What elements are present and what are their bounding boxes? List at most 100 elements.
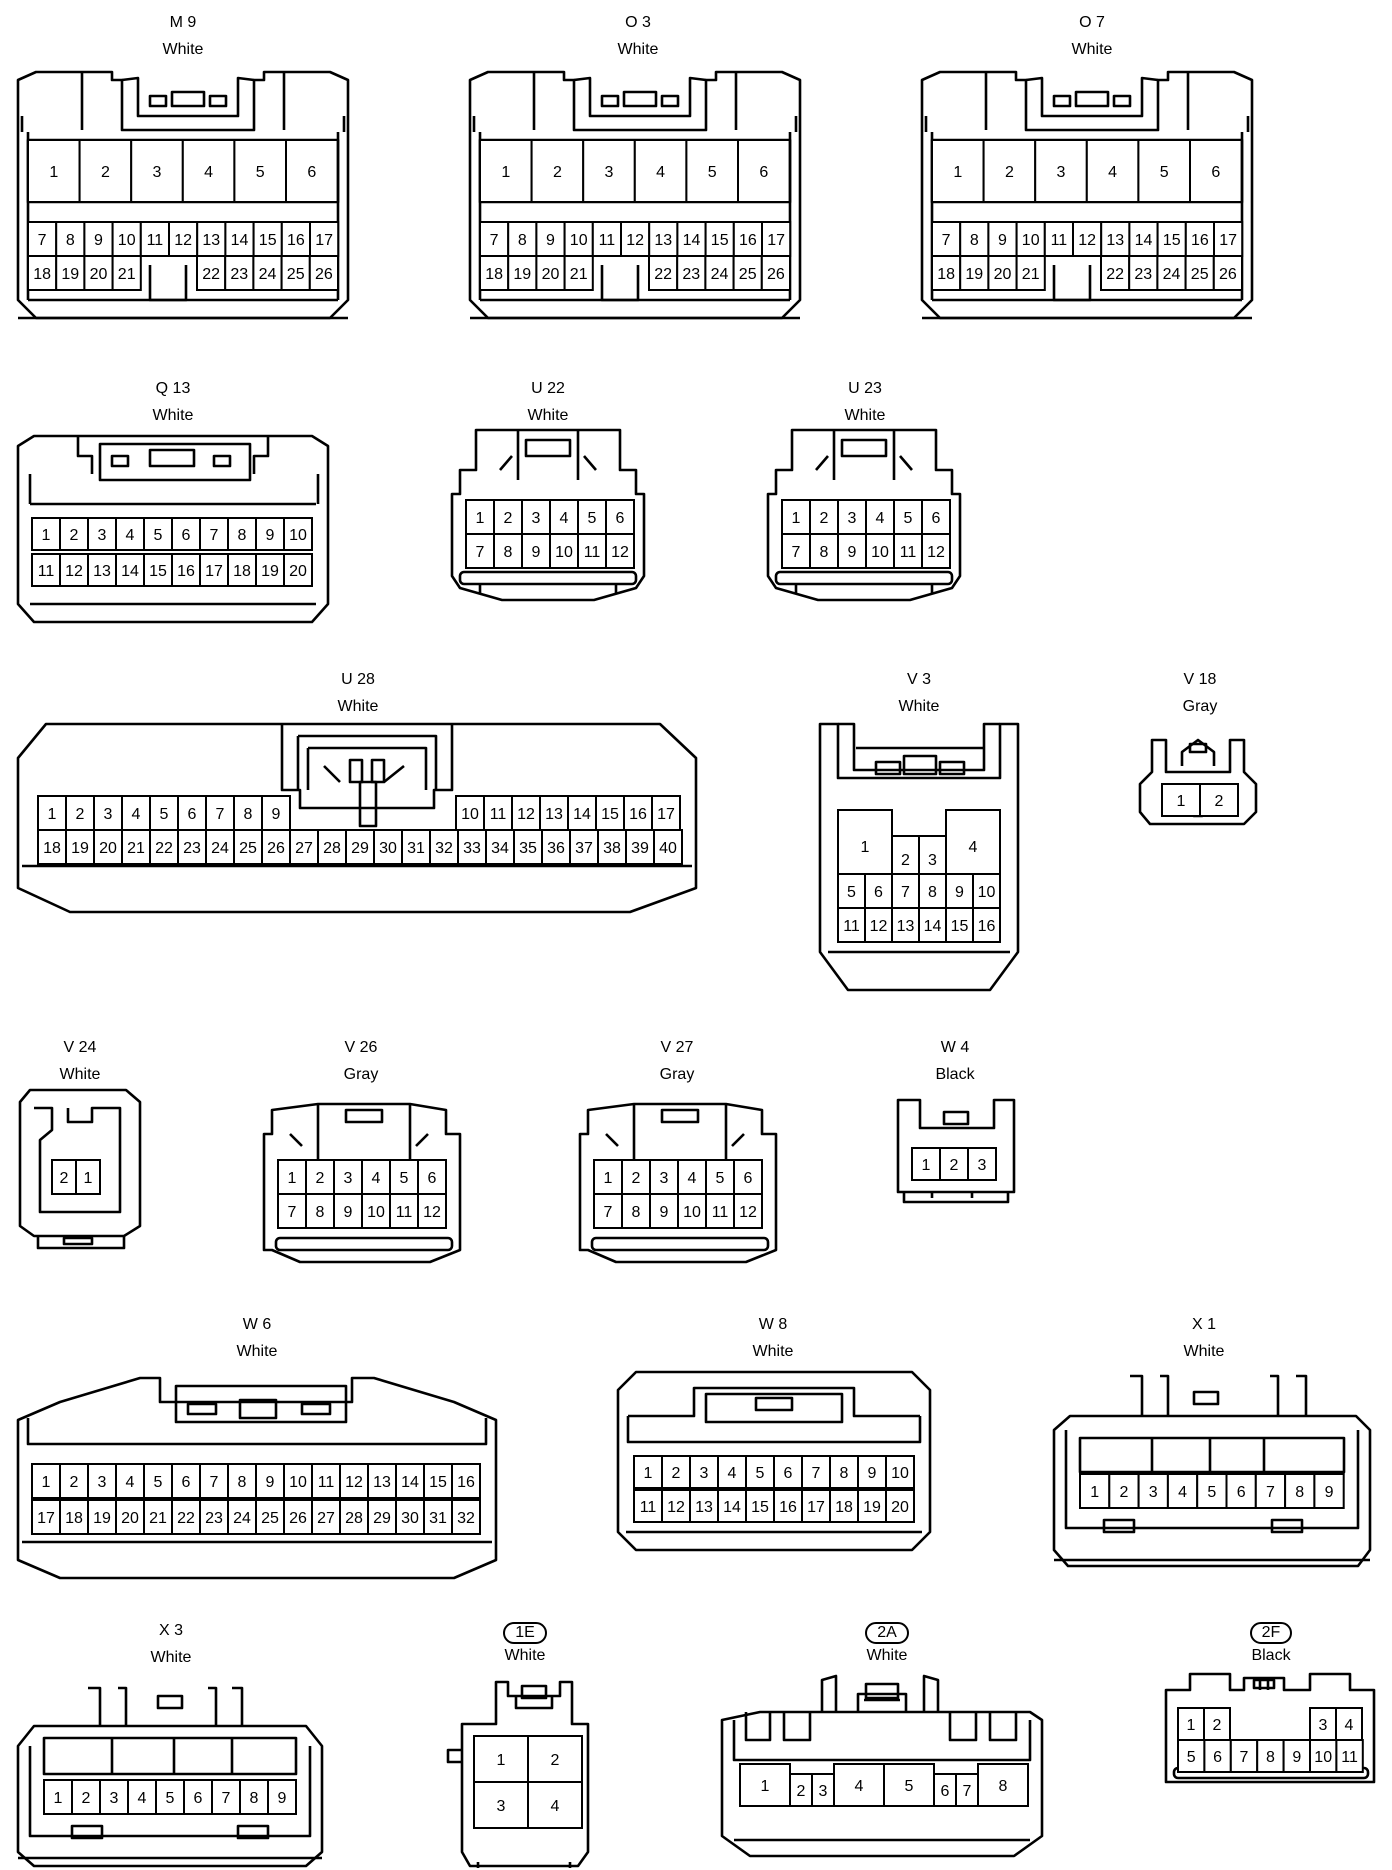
connector-id: U 23	[848, 380, 882, 397]
pin-cavity	[732, 255, 763, 291]
pin-number: 2	[60, 1170, 69, 1187]
pin-cavity	[261, 795, 291, 831]
pin-number: 10	[871, 544, 889, 561]
pin-cavity	[87, 553, 117, 587]
pin-number: 1	[792, 510, 801, 527]
pin-number: 7	[792, 544, 801, 561]
pin-cavity	[661, 1489, 691, 1523]
pin-number: 4	[551, 1798, 560, 1815]
pin-number: 14	[924, 918, 942, 935]
connector-id: 2A	[865, 1622, 909, 1644]
pin-number: 6	[932, 510, 941, 527]
pin-number: 5	[1187, 1749, 1196, 1766]
pin-cavity	[143, 553, 173, 587]
pin-number: 7	[222, 1790, 231, 1807]
pin-cavity	[59, 553, 89, 587]
pin-cavity	[177, 829, 207, 865]
pin-number: 24	[233, 1510, 251, 1527]
pin-number: 1	[761, 1778, 770, 1795]
pin-number: 11	[318, 1474, 335, 1491]
pin-number: 7	[1266, 1484, 1275, 1501]
pin-number: 7	[210, 527, 219, 544]
connector-color: White	[1183, 1343, 1225, 1360]
connector-id: X 3	[158, 1622, 183, 1639]
pin-number: 3	[819, 1783, 828, 1800]
connector-color: White	[337, 698, 379, 715]
pin-number: 7	[1240, 1749, 1249, 1766]
pin-number: 3	[978, 1157, 987, 1174]
connector-v24	[18, 1088, 142, 1250]
pin-number: 15	[751, 1499, 769, 1516]
pin-cavity	[1137, 1473, 1169, 1509]
pin-number: 5	[847, 884, 856, 901]
pin-number: 5	[154, 1474, 163, 1491]
pin-number: 12	[517, 806, 535, 823]
pin-number: 7	[210, 1474, 219, 1491]
connector-color: White	[59, 1066, 101, 1083]
pin-number: 4	[126, 527, 135, 544]
pin-cavity	[864, 873, 893, 909]
pin-number: 7	[963, 1783, 972, 1800]
pin-number: 22	[177, 1510, 195, 1527]
pin-number: 7	[942, 232, 951, 249]
connector-1e	[446, 1680, 590, 1868]
pin-cavity	[567, 795, 597, 831]
pin-number: 16	[978, 918, 996, 935]
pin-number: 19	[965, 266, 983, 283]
pin-number: 2	[901, 852, 910, 869]
pin-number: 16	[629, 806, 647, 823]
pin-cavity	[479, 255, 510, 291]
pin-cavity	[931, 139, 985, 203]
pin-number: 29	[351, 840, 369, 857]
connector-color: White	[236, 1343, 278, 1360]
pin-number: 14	[121, 563, 139, 580]
pin-cavity	[283, 1499, 313, 1535]
connector-color: White	[150, 1649, 192, 1666]
connector-label-x3: X 3 White	[121, 1622, 221, 1667]
pin-cavity	[75, 1159, 101, 1195]
pin-number: 5	[154, 527, 163, 544]
pin-number: 4	[855, 1778, 864, 1795]
pin-number: 4	[132, 806, 141, 823]
pin-cavity	[423, 1463, 453, 1499]
pin-number: 15	[711, 232, 729, 249]
pin-number: 2	[1005, 164, 1014, 181]
pin-number: 4	[204, 164, 213, 181]
pin-number: 9	[532, 544, 541, 561]
pin-number: 1	[861, 839, 870, 856]
pin-cavity	[972, 907, 1001, 943]
pin-number: 23	[682, 266, 700, 283]
pin-cavity	[267, 1779, 297, 1815]
pin-cavity	[605, 499, 635, 535]
pin-number: 20	[542, 266, 560, 283]
pin-number: 25	[261, 1510, 279, 1527]
pin-number: 25	[287, 266, 305, 283]
pin-number: 11	[1341, 1749, 1358, 1766]
pin-number: 1	[42, 527, 51, 544]
pin-cavity	[1184, 255, 1215, 291]
connector-id: O 7	[1079, 14, 1105, 31]
pin-number: 8	[999, 1778, 1008, 1795]
pin-number: 7	[812, 1465, 821, 1482]
pin-number: 10	[118, 232, 136, 249]
pin-number: 1	[1177, 793, 1186, 810]
pin-number: 1	[54, 1790, 63, 1807]
pin-number: 11	[640, 1499, 657, 1516]
pin-number: 6	[194, 1790, 203, 1807]
connector-id: U 28	[341, 671, 375, 688]
connector-id: M 9	[169, 14, 197, 31]
pin-number: 30	[401, 1510, 419, 1527]
pin-number: 11	[490, 806, 507, 823]
connector-color: White	[152, 407, 194, 424]
pin-cavity	[563, 255, 594, 291]
pin-number: 20	[90, 266, 108, 283]
connector-id: V 24	[63, 1039, 97, 1056]
pin-number: 10	[1314, 1749, 1332, 1766]
pin-cavity	[605, 533, 635, 569]
